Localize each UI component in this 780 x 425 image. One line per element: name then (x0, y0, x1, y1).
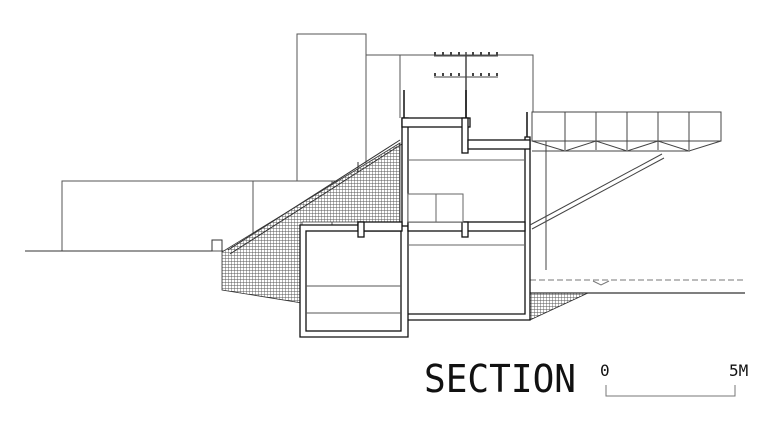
title-block: SECTION 0 5M (424, 357, 748, 401)
cantilever-truss (529, 111, 722, 270)
drawing-title: SECTION (424, 357, 576, 401)
scale-end-label: 5M (729, 361, 748, 380)
ground-lines (25, 139, 745, 294)
scale-bar (605, 385, 736, 397)
earth-hatch (221, 142, 589, 321)
building-structure (299, 90, 531, 338)
scale-start-label: 0 (600, 361, 610, 380)
utility-pole (434, 52, 498, 118)
tall-tower-outline (296, 33, 367, 182)
